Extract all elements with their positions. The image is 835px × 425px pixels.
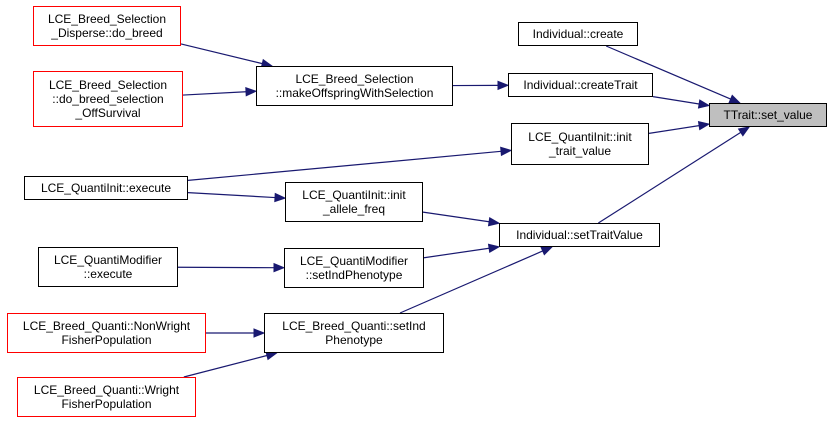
edge-arrowhead [487,217,501,227]
node-label-line: Individual::createTrait [523,78,638,92]
node-label-line: LCE_QuantiInit::execute [40,181,172,195]
node-label-line: _Disperse::do_breed [51,26,163,40]
node-label-line: FisherPopulation [61,397,152,411]
edge-arrowhead [253,328,266,338]
edge-arrowhead [540,246,554,256]
node-individual-create-trait[interactable]: Individual::createTrait [508,73,653,97]
node-label-line: Phenotype [325,333,383,347]
node-breed-selection-disperse[interactable]: LCE_Breed_Selection_Disperse::do_breed [33,6,181,46]
edge-n_disperse-to-n_makeOffspring [180,43,263,65]
node-label-line: ::setIndPhenotype [305,268,403,282]
node-label-line: LCE_Breed_Quanti::setInd [282,319,426,333]
edge-arrowhead [273,262,286,273]
node-label-line: LCE_QuantiInit::init [302,188,406,202]
node-breed-selection-off-survival[interactable]: LCE_Breed_Selection::do_breed_selection_… [33,71,183,127]
node-label-line: FisherPopulation [61,333,152,347]
edge-n_mod_setind-to-n_setTraitValue [423,247,490,259]
edge-n_create-to-n_set_value [605,45,731,100]
node-label-line: _allele_freq [322,202,386,216]
node-label-line: LCE_QuantiModifier [299,254,409,268]
node-label-line: LCE_Breed_Quanti::NonWright [22,319,191,333]
node-label-line: LCE_Breed_Selection [47,12,167,26]
edge-arrowhead [737,126,751,137]
node-label-line: _OffSurvival [75,106,141,120]
edge-arrowhead [697,99,711,109]
edge-n_init_allele-to-n_setTraitValue [422,211,490,223]
edge-arrowhead [728,94,742,104]
node-label-line: LCE_Breed_Selection [295,72,414,86]
node-label-line: LCE_Breed_Quanti::Wright [33,383,180,397]
node-label-line: _trait_value [548,144,612,158]
edge-arrowhead [697,121,711,131]
edge-arrowhead [487,243,501,253]
edge-n_setTraitValue-to-n_set_value [598,131,742,224]
node-label-line: ::execute [83,267,133,281]
node-individual-create[interactable]: Individual::create [518,22,638,46]
node-label-line: TTrait::set_value [723,108,813,122]
edge-n_wright-to-n_bq_setind [183,354,268,378]
node-individual-set-trait-value[interactable]: Individual::setTraitValue [499,223,660,247]
edge-n_init_execute-to-n_init_allele [187,192,276,199]
node-label-line: LCE_QuantiInit::init [528,130,632,144]
edge-arrowhead [245,87,258,97]
node-quantiinit-init-trait-value[interactable]: LCE_QuantiInit::init_trait_value [511,123,649,165]
edge-n_bq_setind-to-n_setTraitValue [399,250,543,314]
edge-arrowhead [497,80,510,91]
node-label-line: Individual::create [532,27,624,41]
node-quantimodifier-execute[interactable]: LCE_QuantiModifier::execute [38,247,178,287]
node-ttrait-set-value: TTrait::set_value [709,103,827,127]
edge-n_createTrait-to-n_set_value [652,96,700,105]
node-label-line: LCE_Breed_Selection [48,78,168,92]
node-label-line: LCE_QuantiModifier [53,253,163,267]
edge-n_init_trait-to-n_set_value [648,125,700,134]
node-breed-selection-make-offspring[interactable]: LCE_Breed_Selection::makeOffspringWithSe… [256,66,453,106]
node-label-line: ::do_breed_selection [52,92,164,106]
node-quantiinit-init-allele-freq[interactable]: LCE_QuantiInit::init_allele_freq [285,182,423,222]
node-label-line: Individual::setTraitValue [516,228,643,242]
node-label-line: ::makeOffspringWithSelection [275,86,434,100]
edge-n_init_execute-to-n_init_trait [187,150,502,181]
node-quantimodifier-set-ind-phenotype[interactable]: LCE_QuantiModifier::setIndPhenotype [284,248,424,288]
edge-n_offsurvival-to-n_makeOffspring [182,91,247,96]
edge-arrowhead [500,146,513,157]
node-quantiinit-execute[interactable]: LCE_QuantiInit::execute [24,176,188,200]
edge-arrowhead [274,192,287,203]
